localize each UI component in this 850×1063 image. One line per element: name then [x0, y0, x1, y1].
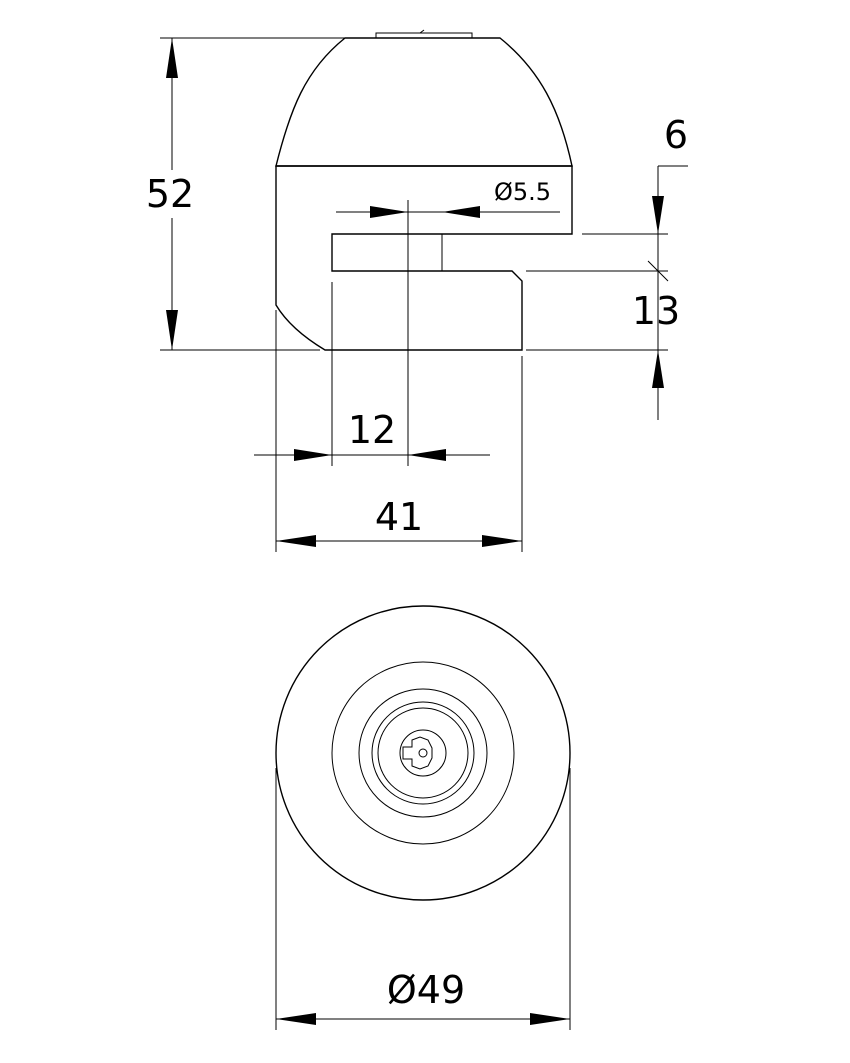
- dimension-pin-offset: 12: [254, 408, 490, 461]
- dimension-height-label: 52: [146, 172, 194, 216]
- cylinder-face: [377, 707, 469, 799]
- dimension-diameter: Ø49: [275, 768, 571, 1030]
- side-view: 52 Ø5.5 6 13 12: [138, 29, 688, 552]
- dimension-gap-label: 13: [632, 289, 680, 333]
- dimension-width: 41: [275, 310, 523, 552]
- dimension-pin-label: 6: [664, 113, 688, 157]
- inner-ring: [331, 661, 515, 845]
- dimension-height: 52: [138, 37, 345, 351]
- dimension-pin-offset-label: 12: [348, 408, 396, 452]
- dimension-pin-and-gap: 6 13: [526, 113, 688, 420]
- dimension-diameter-label: Ø49: [387, 968, 465, 1012]
- bottom-view: Ø49: [275, 605, 571, 1030]
- dimension-hole-diameter: Ø5.5: [336, 178, 560, 218]
- cylinder-middle: [371, 701, 475, 805]
- pin-block: [331, 233, 443, 272]
- dimension-hole-diameter-label: Ø5.5: [494, 178, 551, 206]
- keyway-icon: [402, 736, 433, 770]
- cylinder-outer: [358, 688, 488, 818]
- outer-ring: [275, 605, 571, 901]
- key-cylinder-top: [375, 32, 473, 39]
- cylinder-core: [399, 729, 447, 777]
- lock-dome-outline: [275, 37, 573, 167]
- dimension-width-label: 41: [375, 495, 423, 539]
